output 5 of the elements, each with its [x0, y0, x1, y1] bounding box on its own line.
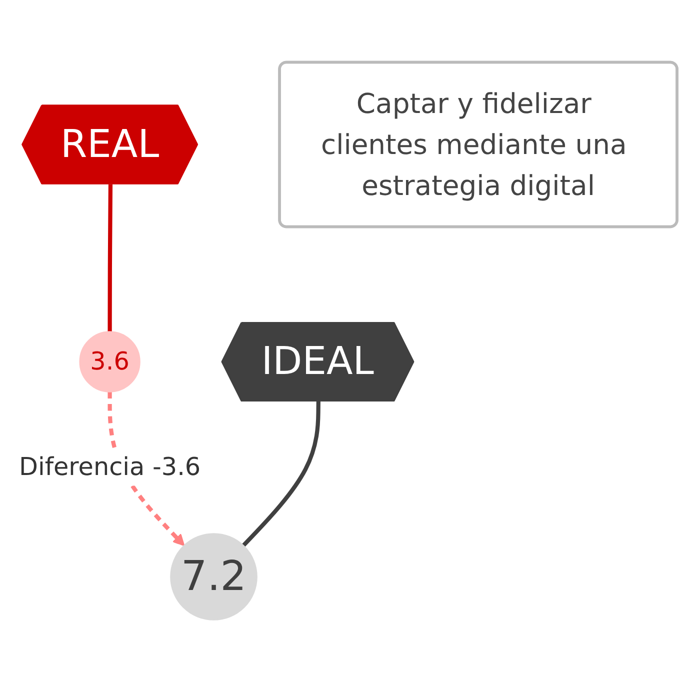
node-circle: 7.2 [170, 532, 258, 620]
connector [108, 184, 113, 332]
node-circle: 3.6 [79, 330, 140, 392]
edge-label: Diferencia -3.6 [18, 452, 201, 482]
connector [242, 400, 320, 547]
